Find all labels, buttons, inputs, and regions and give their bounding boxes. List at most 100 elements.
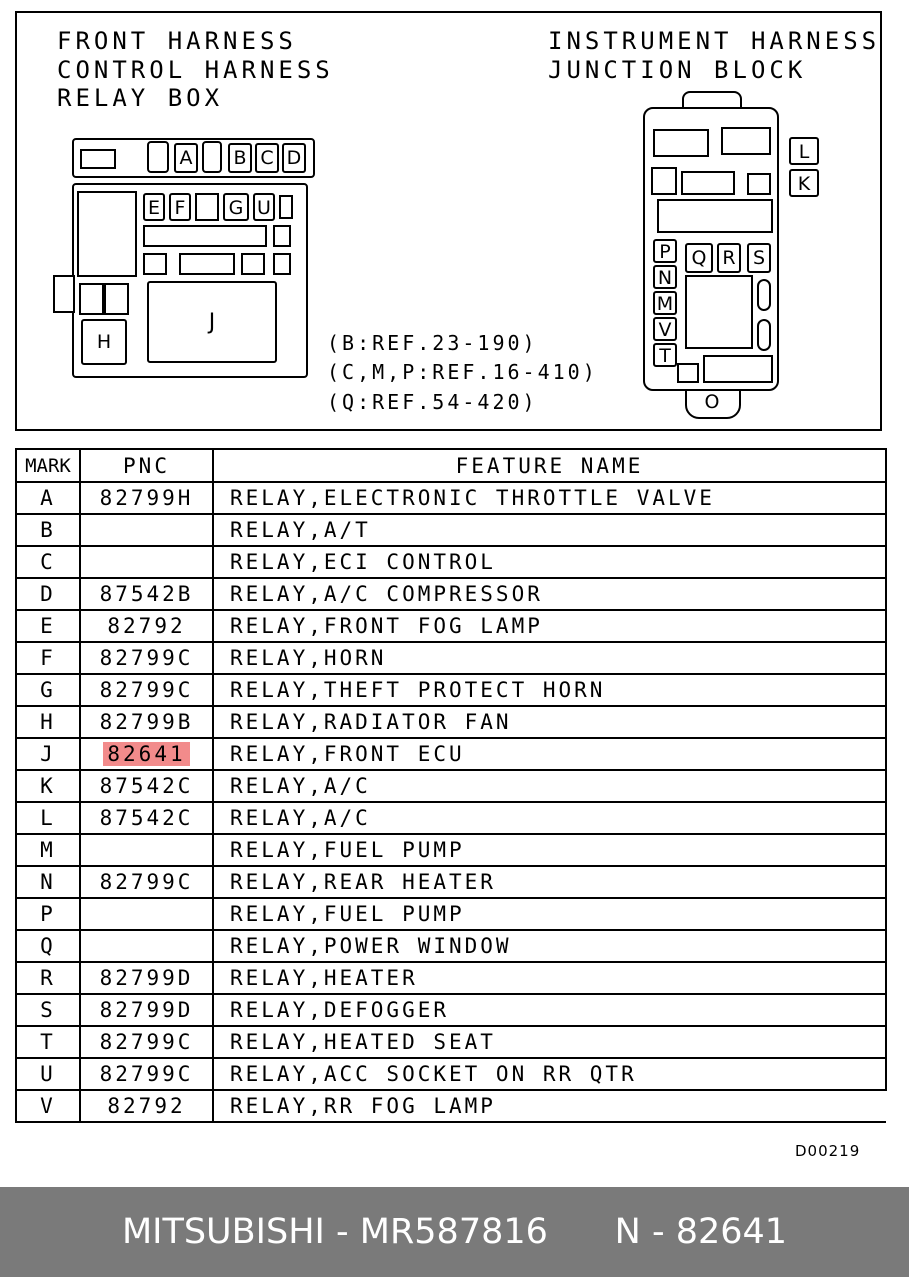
pnc-cell: 82799D (79, 993, 214, 1027)
feature-name-cell: RELAY,HORN (212, 641, 887, 675)
pnc-cell: 82799C (79, 865, 214, 899)
mark-cell: B (15, 513, 81, 547)
mark-cell: R (15, 961, 81, 995)
mark-d: D (282, 143, 306, 173)
diagram-code: D00219 (795, 1142, 861, 1160)
pnc-cell: 82799B (79, 705, 214, 739)
table-row: P RELAY,FUEL PUMP (15, 897, 887, 931)
mark-c: C (255, 143, 279, 173)
header-feature-name: FEATURE NAME (212, 448, 887, 483)
feature-name-cell: RELAY,A/C (212, 801, 887, 835)
pnc-cell: 82799C (79, 1057, 214, 1091)
mark-e: E (143, 193, 165, 221)
footer-bar: MITSUBISHI - MR587816 N - 82641 (0, 1187, 909, 1277)
feature-name-cell: RELAY,HEATED SEAT (212, 1025, 887, 1059)
mark-o: O (704, 391, 720, 413)
pnc-cell (79, 897, 214, 931)
mark-t: T (653, 343, 677, 367)
pnc-cell (79, 513, 214, 547)
feature-name-cell: RELAY,ECI CONTROL (212, 545, 887, 579)
mark-b: B (228, 143, 252, 173)
mark-u: U (253, 193, 275, 221)
table-row: Q RELAY,POWER WINDOW (15, 929, 887, 963)
feature-name-cell: RELAY,FUEL PUMP (212, 897, 887, 931)
pnc-cell: 82792 (79, 1089, 214, 1123)
mark-f: F (169, 193, 191, 221)
pnc-cell (79, 833, 214, 867)
ref-b: (B:REF.23-190) (327, 331, 538, 355)
mark-a: A (174, 143, 198, 173)
mark-cell: Q (15, 929, 81, 963)
pnc-cell (79, 929, 214, 963)
footer-catalog-ref: N - 82641 (614, 1212, 788, 1252)
pnc-cell: 87542C (79, 769, 214, 803)
pnc-cell: 82641 (79, 737, 214, 771)
mark-cell: M (15, 833, 81, 867)
mark-r: R (717, 243, 741, 273)
table-row: M RELAY,FUEL PUMP (15, 833, 887, 867)
pnc-cell: 82799H (79, 481, 214, 515)
highlighted-pnc: 82641 (103, 742, 190, 766)
feature-name-cell: RELAY,POWER WINDOW (212, 929, 887, 963)
pnc-cell: 87542B (79, 577, 214, 611)
header-pnc: PNC (80, 448, 214, 483)
table-header-row: MARK PNC FEATURE NAME (15, 448, 887, 483)
mark-l: L (789, 137, 819, 165)
mark-cell: P (15, 897, 81, 931)
mark-cell: V (15, 1089, 81, 1123)
mark-p: P (653, 239, 677, 263)
mark-n: N (653, 265, 677, 289)
feature-name-cell: RELAY,HEATER (212, 961, 887, 995)
mark-v: V (653, 317, 677, 341)
footer-gap (548, 1212, 615, 1252)
footer-brand: MITSUBISHI (121, 1212, 325, 1252)
feature-name-cell: RELAY,ELECTRONIC THROTTLE VALVE (212, 481, 887, 515)
feature-name-cell: RELAY,DEFOGGER (212, 993, 887, 1027)
mark-g: G (223, 193, 249, 221)
mark-cell: D (15, 577, 81, 611)
mark-cell: S (15, 993, 81, 1027)
relay-location-diagram: FRONT HARNESS CONTROL HARNESS RELAY BOX … (15, 11, 882, 431)
pnc-cell: 82799C (79, 1025, 214, 1059)
feature-name-cell: RELAY,FUEL PUMP (212, 833, 887, 867)
ref-q: (Q:REF.54-420) (327, 390, 538, 414)
mark-s: S (747, 243, 771, 273)
footer-part-number: MR587816 (359, 1212, 548, 1252)
pnc-cell: 87542C (79, 801, 214, 835)
pnc-cell: 82799C (79, 641, 214, 675)
mark-cell: E (15, 609, 81, 643)
mark-m: M (653, 291, 677, 315)
footer-separator: - (324, 1212, 360, 1252)
mark-cell: A (15, 481, 81, 515)
right-title-line-2: JUNCTION BLOCK (548, 56, 807, 84)
feature-name-cell: RELAY,A/C COMPRESSOR (212, 577, 887, 611)
left-title-line-1: FRONT HARNESS (57, 27, 297, 55)
mark-j: J (147, 281, 277, 363)
ref-cmp: (C,M,P:REF.16-410) (327, 360, 598, 384)
mark-cell: G (15, 673, 81, 707)
feature-name-cell: RELAY,RADIATOR FAN (212, 705, 887, 739)
feature-name-cell: RELAY,A/C (212, 769, 887, 803)
header-mark: MARK (15, 448, 81, 483)
pnc-cell: 82799C (79, 673, 214, 707)
mark-cell: H (15, 705, 81, 739)
mark-h: H (81, 319, 127, 365)
pnc-cell: 82799D (79, 961, 214, 995)
feature-name-cell: RELAY,THEFT PROTECT HORN (212, 673, 887, 707)
